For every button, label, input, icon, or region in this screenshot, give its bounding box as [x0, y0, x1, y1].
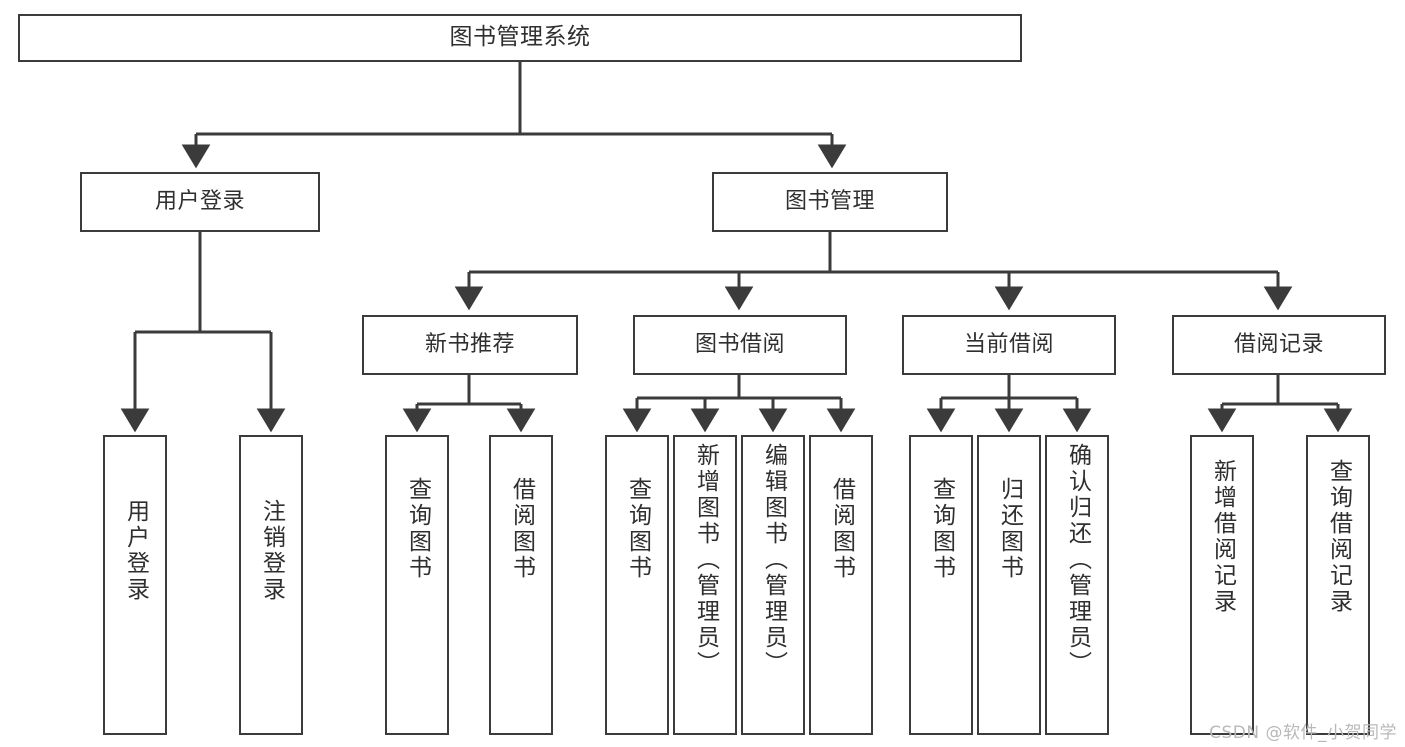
- node-label: 查询图书: [928, 477, 955, 581]
- node-label: 查询图书: [404, 477, 431, 581]
- node-label: 编辑图书（管理员）: [760, 443, 787, 677]
- leaf-current-borrow-return-book[interactable]: 归还图书: [977, 435, 1041, 735]
- node-label: 注销登录: [258, 499, 285, 603]
- node-book-borrow[interactable]: 图书借阅: [633, 315, 847, 375]
- leaf-current-borrow-query-book[interactable]: 查询图书: [909, 435, 973, 735]
- node-label: 图书管理系统: [449, 24, 591, 51]
- node-label: 新增图书（管理员）: [692, 443, 719, 677]
- watermark-text: CSDN @软件_小贺同学: [1209, 723, 1397, 743]
- leaf-user-login-login[interactable]: 用户登录: [103, 435, 167, 735]
- node-label: 确认归还（管理员）: [1064, 443, 1091, 677]
- leaf-book-borrow-query-book[interactable]: 查询图书: [605, 435, 669, 735]
- leaf-borrow-record-query-record[interactable]: 查询借阅记录: [1306, 435, 1370, 735]
- leaf-user-login-logout[interactable]: 注销登录: [239, 435, 303, 735]
- node-label: 当前借阅: [963, 332, 1054, 358]
- leaf-new-book-borrow-book[interactable]: 借阅图书: [489, 435, 553, 735]
- node-user-login[interactable]: 用户登录: [80, 172, 320, 232]
- node-label: 新书推荐: [424, 332, 515, 358]
- node-label: 用户登录: [154, 189, 245, 215]
- node-label: 新增借阅记录: [1209, 459, 1236, 615]
- node-label: 查询图书: [624, 477, 651, 581]
- node-label: 图书管理: [784, 189, 875, 215]
- leaf-borrow-record-add-record[interactable]: 新增借阅记录: [1190, 435, 1254, 735]
- node-label: 查询借阅记录: [1325, 459, 1352, 615]
- node-label: 借阅记录: [1233, 332, 1324, 358]
- leaf-book-borrow-edit-book-admin[interactable]: 编辑图书（管理员）: [741, 435, 805, 735]
- node-borrow-record[interactable]: 借阅记录: [1172, 315, 1386, 375]
- node-label: 借阅图书: [828, 477, 855, 581]
- leaf-book-borrow-add-book-admin[interactable]: 新增图书（管理员）: [673, 435, 737, 735]
- node-current-borrow[interactable]: 当前借阅: [902, 315, 1116, 375]
- node-label: 用户登录: [122, 499, 149, 603]
- node-label: 归还图书: [996, 477, 1023, 581]
- leaf-new-book-query-book[interactable]: 查询图书: [385, 435, 449, 735]
- node-label: 图书借阅: [694, 332, 785, 358]
- node-root-book-management-system[interactable]: 图书管理系统: [18, 14, 1022, 62]
- node-new-book-recommend[interactable]: 新书推荐: [362, 315, 578, 375]
- node-book-management[interactable]: 图书管理: [712, 172, 948, 232]
- leaf-current-borrow-confirm-return-admin[interactable]: 确认归还（管理员）: [1045, 435, 1109, 735]
- node-label: 借阅图书: [508, 477, 535, 581]
- leaf-book-borrow-borrow-book[interactable]: 借阅图书: [809, 435, 873, 735]
